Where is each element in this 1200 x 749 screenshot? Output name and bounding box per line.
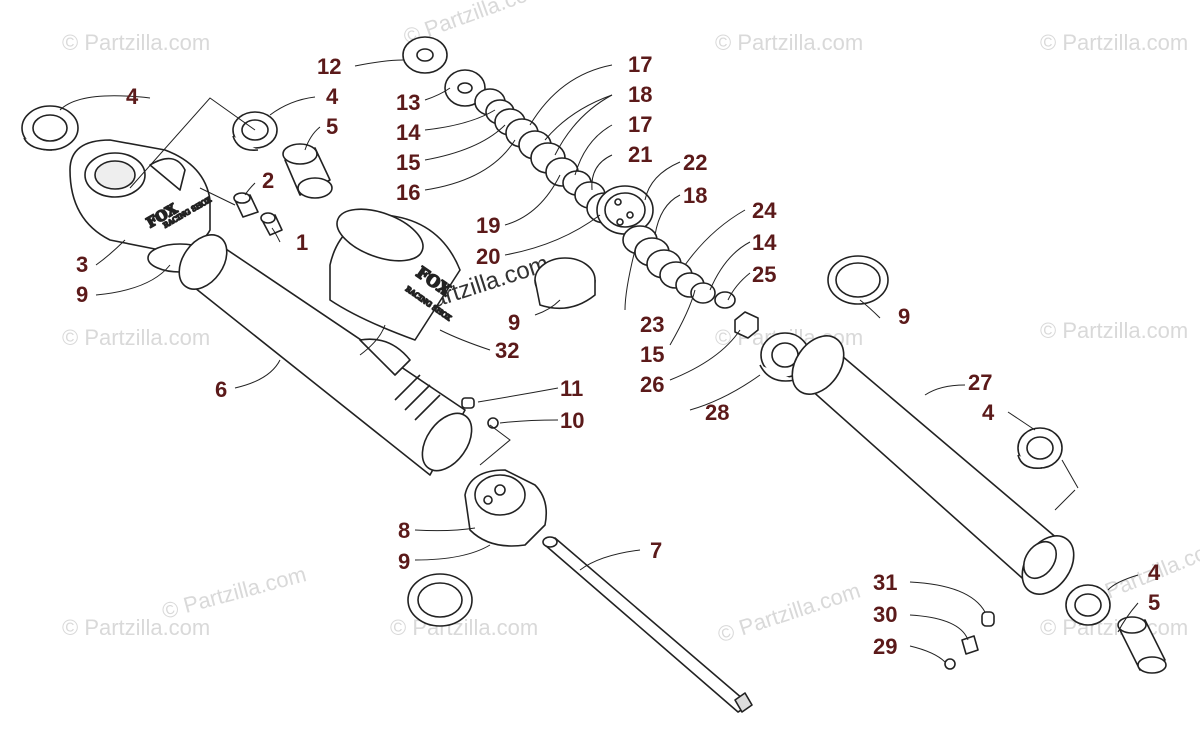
part-31-plug — [981, 611, 995, 627]
watermark: © Partzilla.com — [1040, 318, 1189, 343]
part-29-ball — [944, 658, 956, 670]
callout-30: 30 — [873, 602, 897, 627]
part-21-piston — [596, 185, 654, 235]
part-5-sleeve-lower — [1117, 616, 1167, 674]
watermark: © Partzilla.com — [390, 615, 539, 640]
callout-14: 14 — [752, 230, 777, 255]
part-9-seal-right — [827, 255, 889, 305]
part-27-body — [791, 335, 1075, 595]
part-4-bushing-lower — [1065, 584, 1111, 626]
callout-3: 3 — [76, 252, 88, 277]
callout-12: 12 — [317, 54, 341, 79]
callout-25: 25 — [752, 262, 776, 287]
watermark: © Partzilla.com — [1040, 615, 1189, 640]
part-4-bushing-top — [232, 111, 278, 152]
callout-9: 9 — [508, 310, 520, 335]
part-9-seal-bottom — [407, 573, 473, 627]
callout-4: 4 — [126, 84, 139, 109]
watermark: © Partzilla.com — [1040, 30, 1189, 55]
watermark: © Partzilla.com — [62, 615, 211, 640]
leader-lines — [59, 59, 1139, 663]
callout-9: 9 — [898, 304, 910, 329]
callout-15: 15 — [396, 150, 420, 175]
callout-5: 5 — [326, 114, 338, 139]
callout-8: 8 — [398, 518, 410, 543]
callout-17: 17 — [628, 52, 652, 77]
part-8-piston — [464, 469, 548, 547]
watermark: © Partzilla.com — [62, 30, 211, 55]
part-12-washer — [402, 36, 448, 74]
callout-31: 31 — [873, 570, 897, 595]
callout-16: 16 — [396, 180, 420, 205]
callout-28: 28 — [705, 400, 729, 425]
part-32-cap: FOX RACING SHOX — [329, 208, 461, 376]
part-13-washer — [444, 69, 486, 107]
callout-27: 27 — [968, 370, 992, 395]
part-1-fitting — [260, 212, 283, 236]
callout-18: 18 — [683, 183, 707, 208]
valve-stack — [474, 88, 624, 224]
callout-22: 22 — [683, 150, 707, 175]
callout-23: 23 — [640, 312, 664, 337]
callout-20: 20 — [476, 244, 500, 269]
part-2-fitting — [233, 192, 259, 218]
callout-9: 9 — [398, 549, 410, 574]
callouts: 1 2 3 4 4 4 4 5 5 6 7 8 9 9 9 9 10 11 12… — [76, 52, 1161, 659]
part-9-seal-middle — [534, 257, 596, 310]
part-30-fitting — [961, 635, 979, 655]
part-4-bushing-right — [1017, 427, 1063, 470]
part-14-washer — [714, 291, 736, 309]
callout-9: 9 — [76, 282, 88, 307]
callout-4: 4 — [1148, 560, 1161, 585]
watermark: © Partzilla.com — [715, 30, 864, 55]
callout-29: 29 — [873, 634, 897, 659]
callout-6: 6 — [215, 377, 227, 402]
callout-4: 4 — [326, 84, 339, 109]
part-3-head: FOX RACING SHOX — [69, 139, 213, 251]
callout-18: 18 — [628, 82, 652, 107]
callout-14: 14 — [396, 120, 421, 145]
callout-13: 13 — [396, 90, 420, 115]
callout-1: 1 — [296, 230, 308, 255]
watermark: © Partzilla.com — [62, 325, 211, 350]
callout-17: 17 — [628, 112, 652, 137]
callout-26: 26 — [640, 372, 664, 397]
part-7-shaft — [542, 536, 753, 713]
part-4-bushing-left — [21, 105, 79, 151]
callout-32: 32 — [495, 338, 519, 363]
lower-stack — [622, 225, 716, 304]
callout-24: 24 — [752, 198, 777, 223]
callout-5: 5 — [1148, 590, 1160, 615]
part-6-reservoir — [178, 234, 473, 476]
part-5-sleeve — [282, 143, 333, 199]
callout-15: 15 — [640, 342, 664, 367]
callout-19: 19 — [476, 213, 500, 238]
callout-21: 21 — [628, 142, 652, 167]
callout-11: 11 — [560, 376, 583, 401]
part-25-nut — [734, 311, 759, 339]
part-10-ball — [487, 417, 499, 429]
callout-2: 2 — [262, 168, 274, 193]
callout-10: 10 — [560, 408, 584, 433]
part-11-plug — [461, 397, 475, 409]
callout-4: 4 — [982, 400, 995, 425]
callout-7: 7 — [650, 538, 662, 563]
